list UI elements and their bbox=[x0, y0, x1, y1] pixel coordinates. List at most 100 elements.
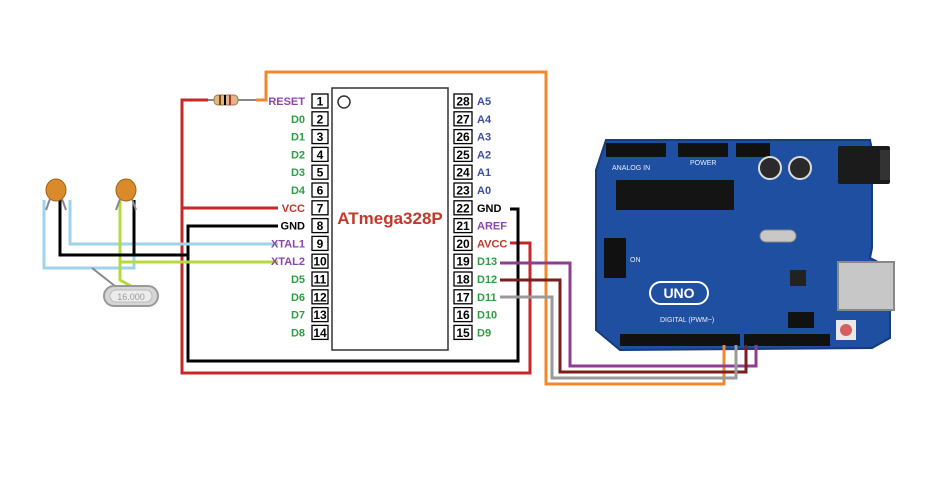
pin-number: 6 bbox=[317, 184, 324, 198]
capacitor-1 bbox=[45, 178, 67, 211]
pin-label: D7 bbox=[291, 310, 305, 322]
pin-number: 15 bbox=[456, 326, 470, 340]
capacitor-2 bbox=[115, 178, 137, 211]
pin-number: 23 bbox=[456, 184, 470, 198]
resistor bbox=[208, 94, 256, 106]
pin-number: 4 bbox=[317, 148, 324, 162]
uno-logo: UNO bbox=[649, 281, 709, 305]
chip-pin-4: 4 D2 bbox=[291, 146, 329, 163]
chip-pin-28: 28 A5 bbox=[453, 93, 491, 109]
pin-number: 8 bbox=[317, 219, 324, 233]
pin-label: D3 bbox=[291, 167, 305, 179]
pin-label: D8 bbox=[291, 327, 305, 339]
pin-label: D13 bbox=[477, 256, 497, 268]
xtal1-wire-2 bbox=[68, 200, 134, 246]
chip-pin-16: 16 D10 bbox=[453, 306, 497, 323]
chip-pin-20: 20 AVCC bbox=[453, 235, 507, 252]
gnd-wire bbox=[186, 207, 520, 363]
atmega328p-chip: ATmega328P 1RESET2D03D14D25D36D47VCC8GND… bbox=[268, 87, 507, 351]
chip-pin-6: 6 D4 bbox=[291, 182, 329, 198]
chip-pin-1: 1 RESET bbox=[268, 93, 329, 109]
chip-pin-18: 18 D12 bbox=[453, 271, 497, 287]
pin-number: 18 bbox=[456, 273, 470, 287]
pin-number: 22 bbox=[456, 201, 470, 215]
d12-wire bbox=[500, 278, 748, 374]
chip-pin-3: 3 D1 bbox=[291, 128, 329, 145]
cap-gnd-wire bbox=[132, 200, 188, 257]
chip-pin-2: 2 D0 bbox=[291, 111, 329, 127]
chip-pin-11: 11 D5 bbox=[291, 271, 329, 287]
pin-label: GND bbox=[477, 203, 502, 215]
pin-label: AVCC bbox=[477, 238, 507, 250]
digital-label: DIGITAL (PWM~) bbox=[660, 317, 714, 324]
pin-label: D12 bbox=[477, 274, 497, 286]
chip-pin-21: 21 AREF bbox=[453, 217, 507, 234]
arduino-uno-board: UNO POWER ANALOG IN DIGITAL (PWM~) ON bbox=[595, 139, 895, 352]
chip-pin-25: 25 A2 bbox=[453, 146, 491, 163]
pin-number: 28 bbox=[456, 95, 470, 109]
chip-pin-27: 27 A4 bbox=[453, 111, 492, 127]
pin-label: A3 bbox=[477, 132, 491, 144]
pin-label: D6 bbox=[291, 292, 305, 304]
pin-label: A4 bbox=[477, 114, 492, 126]
pin-number: 1 bbox=[317, 95, 324, 109]
pin-number: 9 bbox=[317, 237, 324, 251]
crystal-label: 16.000 bbox=[117, 292, 145, 302]
vcc-wire bbox=[180, 206, 532, 375]
chip-pin-10: 10 XTAL2 bbox=[271, 253, 329, 269]
pin-number: 10 bbox=[313, 255, 327, 269]
pin-label: A0 bbox=[477, 185, 491, 197]
chip-pin-5: 5D3 bbox=[291, 164, 329, 180]
pin-label: D0 bbox=[291, 114, 305, 126]
chip-pin-9: 9 XTAL1 bbox=[271, 235, 329, 252]
pin-label: D9 bbox=[477, 327, 491, 339]
pin-number: 11 bbox=[314, 273, 327, 287]
pin-label: D2 bbox=[291, 149, 305, 161]
reset-wire bbox=[256, 70, 726, 386]
chip-pin-12: 12 D6 bbox=[291, 289, 329, 305]
pin-label: A5 bbox=[477, 96, 491, 108]
pin-label: D5 bbox=[291, 274, 305, 286]
crystal: 16.000 bbox=[91, 267, 159, 307]
pin-label: XTAL1 bbox=[271, 238, 305, 250]
chip-pin-22: 22 GND bbox=[453, 200, 502, 216]
pin-label: AREF bbox=[477, 221, 507, 233]
analog-label: ANALOG IN bbox=[612, 165, 650, 172]
pin-label: RESET bbox=[268, 96, 305, 108]
pin-label: D10 bbox=[477, 310, 497, 322]
power-label: POWER bbox=[690, 160, 716, 167]
chip-pin-15: 15 D9 bbox=[453, 324, 491, 341]
pin-number: 13 bbox=[313, 308, 327, 322]
pin-number: 3 bbox=[317, 130, 324, 144]
pin-label: XTAL2 bbox=[271, 256, 305, 268]
chip-pin-14: 14 D8 bbox=[291, 324, 329, 341]
pin-number: 25 bbox=[456, 148, 470, 162]
pin-number: 24 bbox=[456, 166, 470, 180]
chip-name: ATmega328P bbox=[337, 209, 443, 228]
pin-number: 14 bbox=[313, 326, 327, 340]
vcc-reset-wire bbox=[180, 98, 208, 208]
pin-label: A2 bbox=[477, 149, 491, 161]
pin-number: 7 bbox=[317, 201, 324, 215]
on-label: ON bbox=[630, 257, 641, 264]
pin-number: 20 bbox=[456, 237, 470, 251]
pin-number: 12 bbox=[313, 290, 327, 304]
pin-number: 2 bbox=[317, 112, 324, 126]
pin-label: D4 bbox=[291, 185, 306, 197]
pin-label: A1 bbox=[477, 167, 491, 179]
pin-number: 21 bbox=[456, 219, 470, 233]
pin-number: 16 bbox=[456, 308, 470, 322]
uno-label: UNO bbox=[663, 285, 694, 301]
pin-number: 27 bbox=[456, 112, 470, 126]
pin-label: D11 bbox=[477, 292, 497, 304]
chip-pin-13: 13 D7 bbox=[291, 306, 329, 323]
pin-number: 19 bbox=[456, 255, 470, 269]
pin-number: 17 bbox=[456, 290, 470, 304]
pin-label: D1 bbox=[291, 132, 305, 144]
xtal1-wire bbox=[42, 200, 278, 270]
